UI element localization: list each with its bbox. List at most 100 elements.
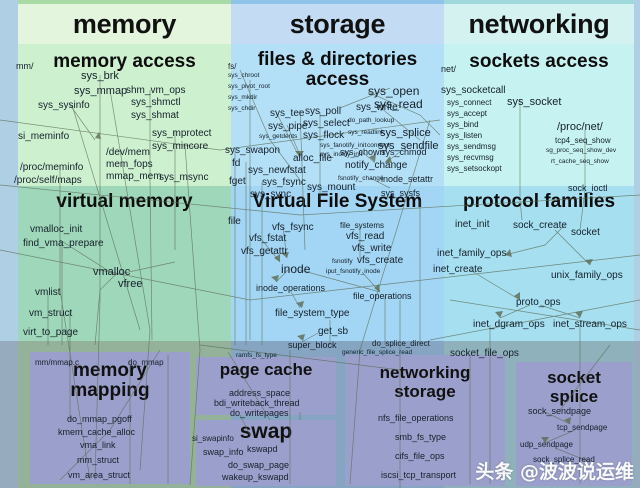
node-label: swap_info xyxy=(203,447,244,457)
node-label: si_meminfo xyxy=(18,131,70,142)
node-label: inet_dgram_ops xyxy=(473,319,545,330)
box-swap: swap xyxy=(196,420,336,486)
node-label: sys_shmctl xyxy=(131,97,181,108)
node-label: sys_listen xyxy=(447,131,483,140)
node-label: sys_flock xyxy=(303,130,345,141)
zone-virtual-file-system-title: Virtual File System xyxy=(252,191,423,212)
node-label: get_sb xyxy=(318,326,349,337)
node-label: unix_family_ops xyxy=(551,270,623,281)
column-title-networking: networking xyxy=(444,4,634,44)
zone-protocol-families-title: protocol families xyxy=(462,191,616,212)
node-label: sys_poll xyxy=(305,106,342,117)
node-label: sys_swapon xyxy=(225,145,281,156)
node-label: net/ xyxy=(441,64,457,74)
node-label: sys_chdir xyxy=(228,105,256,112)
zone-memory-access: memory access xyxy=(18,44,231,186)
box-memory-mapping-title-line1: memory xyxy=(73,360,147,381)
node-label: sys_mkdir xyxy=(228,94,258,101)
node-label: vfs_read xyxy=(346,231,385,242)
box-socket-splice: socket splice xyxy=(516,362,632,486)
node-label: inet_stream_ops xyxy=(553,319,627,330)
zone-sockets-access-title: sockets access xyxy=(469,51,609,72)
zone-memory-access-title: memory access xyxy=(53,51,196,72)
node-label: kmem_cache_alloc xyxy=(58,427,136,437)
node-label: iput_fsnotify_inode xyxy=(326,268,381,275)
node-label: find_vma_prepare xyxy=(23,238,104,249)
node-label: vfs_fstat xyxy=(249,233,287,244)
node-label: sys_select xyxy=(303,118,350,129)
node-label: inode_operations xyxy=(256,283,326,293)
node-label: mem_fops xyxy=(106,159,153,170)
node-label: mm_struct xyxy=(77,455,120,465)
node-label: sys_chown xyxy=(340,147,385,157)
node-label: sys_sysinfo xyxy=(38,100,90,111)
zone-virtual-memory-title: virtual memory xyxy=(56,191,193,212)
node-label: alloc_file xyxy=(293,153,332,164)
node-label: sys_shmat xyxy=(131,110,179,121)
node-label: inode_setattr xyxy=(381,174,434,184)
node-label: sys_sendmsg xyxy=(447,142,496,151)
node-label: do_swap_page xyxy=(228,460,290,470)
column-title-networking-label: networking xyxy=(468,8,610,39)
node-label: sys_getdents xyxy=(259,133,298,140)
node-label: vfree xyxy=(118,278,143,290)
node-label: cifs_file_ops xyxy=(395,451,445,461)
node-label: sys_pipe xyxy=(268,121,308,132)
watermark: 头条 @波波说运维 xyxy=(475,461,634,483)
right-edge-wash xyxy=(634,0,640,488)
node-label: sys_sync xyxy=(250,189,292,200)
box-page-cache-title: page cache xyxy=(219,360,313,379)
node-label: socket xyxy=(571,227,600,238)
node-label: nfs_file_operations xyxy=(378,413,454,423)
node-label: inet_family_ops xyxy=(437,248,507,259)
node-label: fsnotify_change xyxy=(338,175,384,182)
node-label: fget xyxy=(229,176,246,187)
node-label: do_path_lookup xyxy=(348,117,395,124)
node-label: sg_proc_seq_show_dev xyxy=(546,147,617,154)
node-label: kswapd xyxy=(247,444,278,454)
node-label: do_splice_direct xyxy=(372,339,430,348)
node-label: sys_open xyxy=(368,84,420,98)
column-title-storage-label: storage xyxy=(289,8,386,39)
node-label: generic_file_splice_read xyxy=(342,349,413,356)
node-label: notify_change xyxy=(345,160,408,171)
node-label: sys_brk xyxy=(81,70,119,82)
node-label: iscsi_tcp_transport xyxy=(381,470,457,480)
node-label: sys_chmod xyxy=(381,147,427,157)
node-label: mmap_mem xyxy=(106,171,162,182)
node-label: vm_struct xyxy=(29,308,73,319)
node-label: si_swapinfo xyxy=(192,434,234,443)
box-swap-title: swap xyxy=(239,420,293,443)
zone-files-directories-access: files & directories access xyxy=(231,44,444,186)
node-label: virt_to_page xyxy=(23,327,79,338)
node-label: vm_area_struct xyxy=(68,470,131,480)
column-title-storage: storage xyxy=(231,4,444,44)
node-label: sys_readlink xyxy=(348,129,385,136)
node-label: do_writepages xyxy=(230,408,289,418)
node-label: sys_sendfile xyxy=(378,140,439,152)
node-label: sys_write xyxy=(356,102,398,113)
zone-protocol-families: protocol families xyxy=(444,186,634,341)
node-label: sock_sendpage xyxy=(528,406,592,416)
node-label: sys_bind xyxy=(447,120,479,129)
node-label: address_space xyxy=(229,388,291,398)
node-label: ramfs_fs_type xyxy=(236,352,277,359)
node-label: sys_splice xyxy=(380,127,431,139)
node-label: sys_sysfs xyxy=(381,188,421,198)
box-networking-storage: networking storage xyxy=(345,355,505,486)
node-label: fs/ xyxy=(228,62,237,71)
node-label: tcp4_seq_show xyxy=(555,136,611,145)
node-label: sys_inotify_init xyxy=(320,151,363,158)
box-memory-mapping: memory mapping xyxy=(30,352,190,484)
box-socket-splice-title-line2: splice xyxy=(549,387,599,406)
node-label: super_block xyxy=(288,340,337,350)
column-title-memory-label: memory xyxy=(72,8,177,39)
node-label: sys_fanotify_init xyxy=(320,142,367,149)
node-label: /proc/self/maps xyxy=(14,175,82,186)
node-label: fd xyxy=(232,158,241,169)
zone-sockets-access: sockets access xyxy=(444,44,634,186)
node-label: vfs_getattr xyxy=(241,246,288,257)
node-label: sys_tee xyxy=(270,108,305,119)
node-label: rt_cache_seq_show xyxy=(551,158,609,165)
node-label: vmlist xyxy=(35,287,61,298)
